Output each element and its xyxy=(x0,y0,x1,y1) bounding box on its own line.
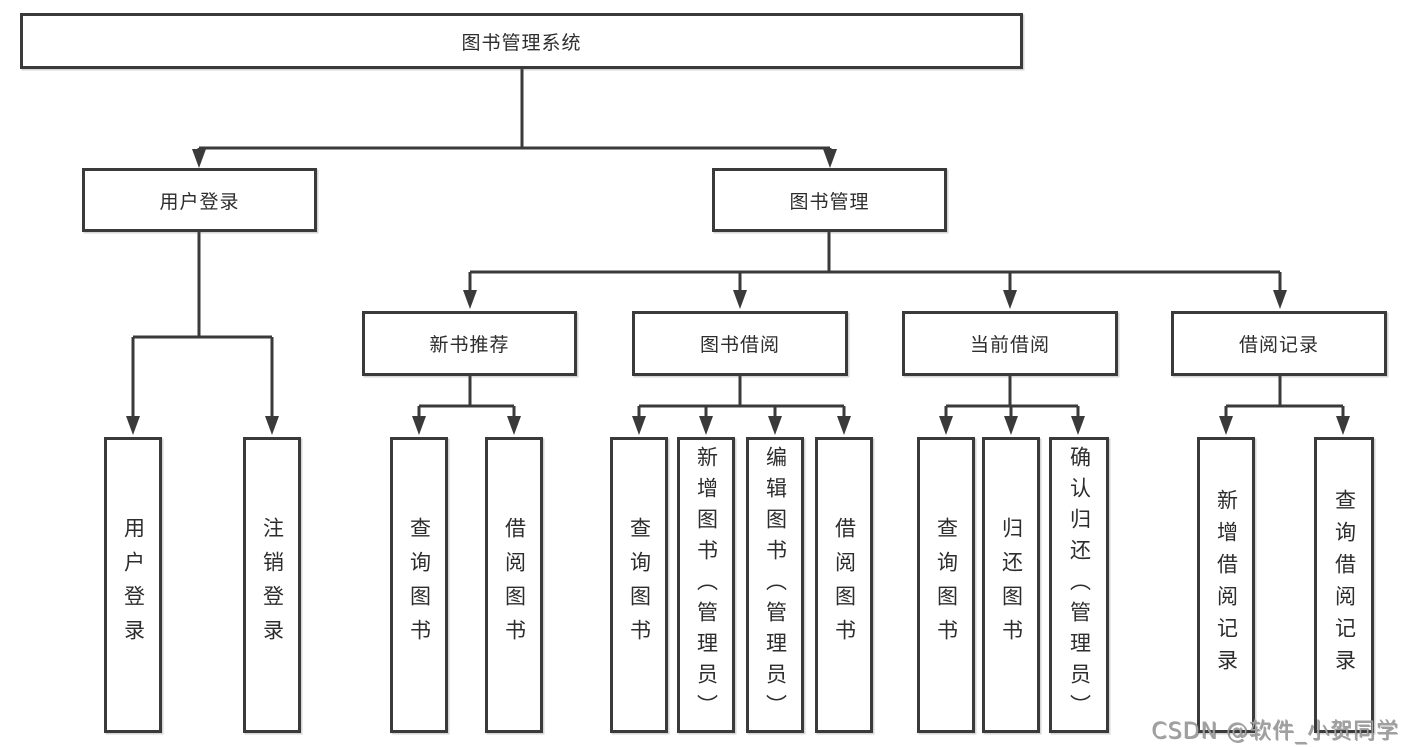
node-rec-search-book: 查询图书 xyxy=(390,437,448,733)
node-label: 注销登录 xyxy=(260,517,285,653)
node-label: 归还图书 xyxy=(999,517,1024,653)
node-cb-search-book: 查询图书 xyxy=(917,437,975,733)
node-label: 查询图书 xyxy=(407,517,432,653)
node-book-management: 图书管理 xyxy=(712,168,947,232)
node-bb-edit-book-admin: 编辑图书（管理员） xyxy=(746,437,804,733)
node-label: 新增图书（管理员） xyxy=(694,445,719,725)
node-root-system: 图书管理系统 xyxy=(20,13,1023,69)
node-label: 编辑图书（管理员） xyxy=(763,445,788,725)
node-bb-search-book: 查询图书 xyxy=(610,437,668,733)
node-label: 查询借阅记录 xyxy=(1332,489,1357,681)
node-label: 查询图书 xyxy=(627,517,652,653)
node-cb-confirm-return-admin: 确认归还（管理员） xyxy=(1049,437,1109,733)
node-user-login: 用户登录 xyxy=(82,168,317,232)
node-br-add-record: 新增借阅记录 xyxy=(1197,437,1255,733)
connector-arrowheads xyxy=(126,149,1350,435)
connector-lines xyxy=(131,69,1345,417)
node-current-borrow: 当前借阅 xyxy=(902,311,1118,376)
node-label: 用户登录 xyxy=(121,517,146,653)
node-label: 借阅图书 xyxy=(502,517,527,653)
node-bb-add-book-admin: 新增图书（管理员） xyxy=(677,437,735,733)
node-label: 借阅图书 xyxy=(832,517,857,653)
node-user-login-leaf: 用户登录 xyxy=(104,437,162,733)
node-label: 查询图书 xyxy=(934,517,959,653)
node-br-search-record: 查询借阅记录 xyxy=(1314,437,1374,733)
node-bb-borrow-book: 借阅图书 xyxy=(815,437,873,733)
node-rec-borrow-book: 借阅图书 xyxy=(485,437,543,733)
csdn-watermark: CSDN @软件_小贺同学 xyxy=(1151,719,1399,744)
node-logout: 注销登录 xyxy=(243,437,301,733)
node-book-borrow: 图书借阅 xyxy=(632,311,848,376)
node-cb-return-book: 归还图书 xyxy=(982,437,1040,733)
node-label: 新增借阅记录 xyxy=(1214,489,1239,681)
node-label: 确认归还（管理员） xyxy=(1067,445,1092,725)
node-new-book-recommend: 新书推荐 xyxy=(362,311,577,376)
node-borrow-records: 借阅记录 xyxy=(1171,311,1387,376)
